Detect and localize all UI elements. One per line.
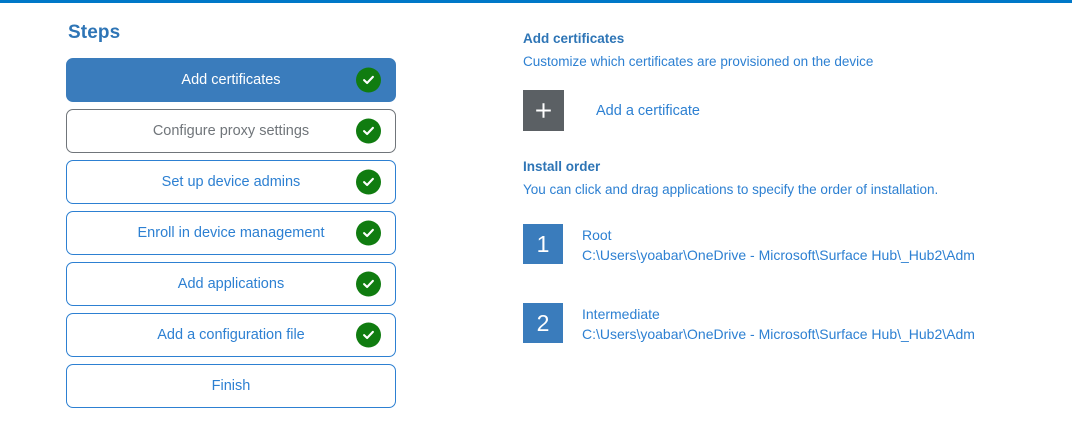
step-item-add-a-configuration-file[interactable]: Add a configuration file	[66, 313, 396, 357]
install-order-list: 1 Root C:\Users\yoabar\OneDrive - Micros…	[523, 224, 1072, 344]
certificate-path: C:\Users\yoabar\OneDrive - Microsoft\Sur…	[582, 247, 975, 263]
steps-list: Add certificates Configure proxy setting…	[66, 58, 396, 408]
install-order-item[interactable]: 2 Intermediate C:\Users\yoabar\OneDrive …	[523, 303, 1072, 344]
step-label: Set up device admins	[161, 174, 301, 190]
detail-subheading: Customize which certificates are provisi…	[523, 54, 874, 69]
step-item-add-certificates[interactable]: Add certificates	[66, 58, 396, 102]
check-circle-icon	[356, 322, 381, 348]
steps-panel: Steps Add certificates Configure proxy s…	[66, 22, 396, 408]
order-number-badge: 1	[523, 224, 563, 264]
step-item-configure-proxy-settings[interactable]: Configure proxy settings	[66, 109, 396, 153]
add-certificate-label[interactable]: Add a certificate	[596, 102, 700, 119]
step-item-enroll-in-device-management[interactable]: Enroll in device management	[66, 211, 396, 255]
detail-panel: Add certificates Customize which certifi…	[523, 30, 1072, 344]
step-item-finish[interactable]: Finish	[66, 364, 396, 408]
check-circle-icon	[356, 118, 381, 144]
step-label: Add certificates	[181, 72, 281, 88]
check-circle-icon	[356, 67, 381, 93]
plus-icon[interactable]	[523, 90, 564, 131]
step-label: Add applications	[177, 276, 285, 292]
install-order-item[interactable]: 1 Root C:\Users\yoabar\OneDrive - Micros…	[523, 224, 1072, 265]
top-accent-rule	[0, 0, 1072, 3]
order-number-badge: 2	[523, 303, 563, 343]
step-item-set-up-device-admins[interactable]: Set up device admins	[66, 160, 396, 204]
check-circle-icon	[356, 220, 381, 246]
certificate-path: C:\Users\yoabar\OneDrive - Microsoft\Sur…	[582, 326, 975, 342]
install-order-section: Install order You can click and drag app…	[523, 158, 1072, 344]
install-order-subheading: You can click and drag applications to s…	[523, 182, 939, 197]
certificate-name: Root	[582, 227, 612, 243]
step-label: Finish	[211, 378, 251, 394]
step-label: Configure proxy settings	[152, 123, 310, 139]
check-circle-icon	[356, 271, 381, 297]
install-order-item-text: Root C:\Users\yoabar\OneDrive - Microsof…	[582, 224, 975, 265]
step-label: Enroll in device management	[137, 225, 325, 241]
add-certificate-row[interactable]: Add a certificate	[523, 90, 1072, 131]
step-label: Add a configuration file	[157, 327, 305, 343]
install-order-heading: Install order	[523, 159, 601, 174]
install-order-item-text: Intermediate C:\Users\yoabar\OneDrive - …	[582, 303, 975, 344]
certificate-name: Intermediate	[582, 306, 660, 322]
step-item-add-applications[interactable]: Add applications	[66, 262, 396, 306]
check-circle-icon	[356, 169, 381, 195]
steps-panel-title: Steps	[68, 22, 121, 43]
detail-heading: Add certificates	[523, 31, 625, 46]
